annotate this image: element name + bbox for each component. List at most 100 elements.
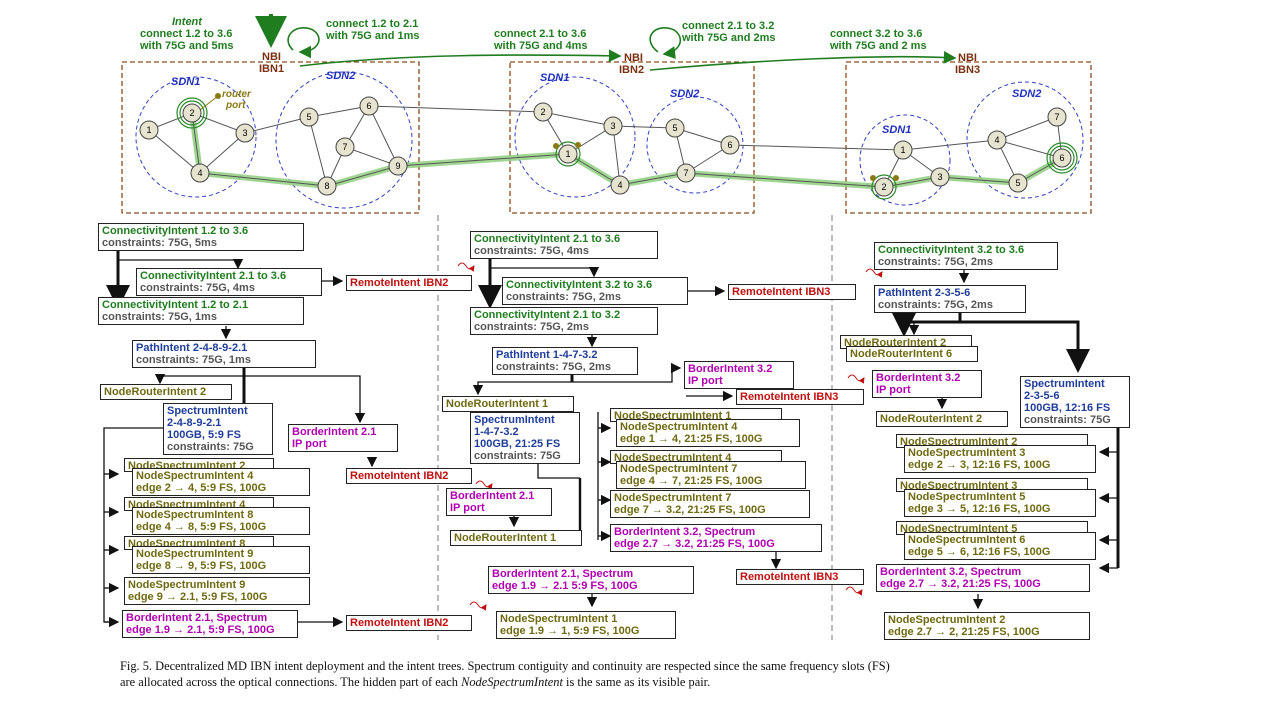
node-router-intent-2-c3b: NodeRouterIntent 2 [876,411,1008,427]
figure: 1 2 3 4 5 6 7 8 9 2 3 1 4 5 6 7 1 2 3 4 … [98,14,1130,640]
nbi-loop-1 [287,27,320,59]
node-1-6: 6 [359,96,379,116]
intent-1-line2: with 75G and 5ms [140,40,234,52]
intent-2-line2: with 75G and 1ms [326,30,420,42]
sdn1-circle-ibn2 [514,76,636,198]
sdn1-circle-ibn1 [135,76,257,198]
caption-emphasis: NodeSpectrumIntent [461,675,563,689]
nodes: 1 2 3 4 5 6 7 8 9 2 3 1 4 5 6 7 1 2 3 4 … [139,96,1072,197]
svg-text:5: 5 [672,123,677,133]
svg-text:6: 6 [1059,153,1064,163]
svg-text:4: 4 [197,168,202,178]
node-2-4: 4 [610,175,630,195]
nbi-label-2: NBI [624,52,643,64]
port-dot [553,143,559,149]
router-port-ring [1049,145,1075,171]
node-2-6: 6 [720,135,740,155]
node-1-9: 9 [388,156,408,176]
ibn2-label: IBN2 [619,64,645,76]
sdn2-circle-ibn1 [275,71,413,209]
svg-text:5: 5 [306,112,311,122]
node-3-1: 1 [893,140,913,160]
svg-text:1: 1 [900,145,905,155]
svg-text:1: 1 [565,149,570,159]
node-router-intent-1-c2: NodeRouterIntent 1 [442,396,574,412]
svg-text:6: 6 [366,101,371,111]
domain-box-ibn2 [509,61,755,214]
intent-1-line1: connect 1.2 to 3.6 [140,28,233,40]
ibn1-to-ibn2-arrow [299,49,622,67]
domain-box-ibn1 [121,61,420,214]
svg-text:8: 8 [324,181,329,191]
node-1-4: 4 [190,163,210,183]
tree-connectors [103,248,1120,628]
node-3-4: 4 [987,130,1007,150]
port-dot [893,175,899,181]
caption-line-2b: is the same as its visible pair. [562,675,711,689]
intent-3-line2: with 75G and 4ms [494,40,588,52]
remote-intent-ibn2-a: RemoteIntent IBN2 [346,275,472,291]
sdn1-label-ibn3: SDN1 [882,124,912,136]
router-label: router [222,89,251,100]
remote-intent-ibn2-b: RemoteIntent IBN2 [346,468,472,484]
ibn3-label: IBN3 [955,64,981,76]
node-3-3: 3 [930,167,950,187]
node-3-2: 2 [874,177,894,197]
intent-4-line1: connect 2.1 to 3.2 [682,20,775,32]
svg-text:7: 7 [342,142,347,152]
nbi-label-3: NBI [958,52,977,64]
node-1-5: 5 [299,107,319,127]
domain-box-ibn3 [845,61,1092,214]
router-port-ring [176,97,208,129]
node-1-8: 8 [317,176,337,196]
figure-caption: Fig. 5. Decentralized MD IBN intent depl… [120,658,1160,690]
node-router-intent-2: NodeRouterIntent 2 [100,384,232,400]
intent-4-line2: with 75G and 2ms [682,32,776,44]
remote-squiggles [457,262,883,611]
node-2-5: 5 [665,118,685,138]
node-3-5: 5 [1008,173,1028,193]
sdn1-circle-ibn3 [859,114,951,206]
node-2-3: 3 [603,116,623,136]
svg-text:2: 2 [881,182,886,192]
nbi-label-1: NBI [262,51,281,63]
intent-5-line2: with 75G and 2 ms [830,40,927,52]
svg-text:2: 2 [189,108,194,118]
node-2-7: 7 [676,163,696,183]
sdn1-label-ibn1: SDN1 [171,76,201,88]
svg-text:3: 3 [242,128,247,138]
svg-text:9: 9 [395,161,400,171]
node-1-7: 7 [335,137,355,157]
port-dot [575,142,581,148]
intent-3-line1: connect 2.1 to 3.6 [494,28,587,40]
ibn1-label: IBN1 [259,63,285,75]
remote-intent-ibn2-c: RemoteIntent IBN2 [346,615,472,631]
remote-intent-ibn3-a: RemoteIntent IBN3 [728,284,856,300]
remote-intent-ibn3-b: RemoteIntent IBN3 [736,389,864,405]
node-3-7: 7 [1047,107,1067,127]
node-1-3: 3 [235,123,255,143]
sdn2-circle-ibn3 [966,81,1084,199]
